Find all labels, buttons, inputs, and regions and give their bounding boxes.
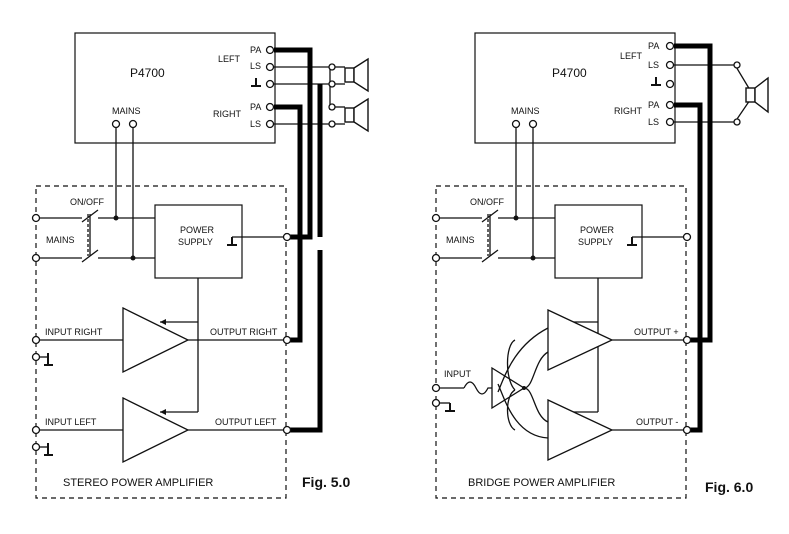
fig6-p4700-unit <box>474 32 676 144</box>
fig5-ls-right-label: LS <box>250 119 261 129</box>
fig6-unit-name: P4700 <box>552 66 587 80</box>
fig6-bridge-wiring <box>497 327 549 439</box>
fig6-mains-terminal-2 <box>528 119 538 129</box>
fig6-mains-terminal-1 <box>511 119 521 129</box>
fig6-unit-ground-icon <box>651 77 661 86</box>
fig6-caption: Fig. 6.0 <box>705 479 753 495</box>
fig5-mains-label: MAINS <box>46 235 75 245</box>
fig5-left-label: LEFT <box>218 54 241 64</box>
fig6-supply-ground-icon <box>627 237 637 246</box>
fig6-terminal-ground <box>665 79 675 89</box>
fig5-supply-label: SUPPLY <box>178 237 213 247</box>
fig6-speaker-icon <box>745 76 769 114</box>
fig6-output-minus-label: OUTPUT - <box>636 417 678 427</box>
fig5-amplifier-right-icon <box>122 306 190 374</box>
fig5-stereo-diagram: P4700 LEFT RIGHT PA LS PA LS MAINS <box>31 32 369 499</box>
fig5-p4700-unit <box>74 32 276 144</box>
fig6-power-supply <box>554 204 643 279</box>
fig6-pa-left-label: PA <box>648 41 659 51</box>
fig5-terminal-ls-right <box>265 119 275 129</box>
fig6-terminal-pa-left <box>665 41 675 51</box>
fig6-right-label: RIGHT <box>614 106 643 116</box>
fig6-speaker-wiring <box>674 61 751 126</box>
fig5-box-title: STEREO POWER AMPLIFIER <box>63 477 213 489</box>
fig6-box-title: BRIDGE POWER AMPLIFIER <box>468 477 615 489</box>
fig6-power-label: POWER <box>580 225 615 235</box>
fig6-supply-label: SUPPLY <box>578 237 613 247</box>
fig6-ls-right-label: LS <box>648 117 659 127</box>
fig5-speaker-right-icon <box>344 97 369 133</box>
fig6-mains-label: MAINS <box>446 235 475 245</box>
fig5-right-label: RIGHT <box>213 109 242 119</box>
fig5-terminal-ground <box>265 79 275 89</box>
fig6-on-off-label: ON/OFF <box>470 197 504 207</box>
fig5-terminal-pa-left <box>265 45 275 55</box>
fig5-ls-left-label: LS <box>250 61 261 71</box>
fig6-terminal-pa-right <box>665 100 675 110</box>
fig5-unit-name: P4700 <box>130 66 165 80</box>
fig5-pa-right-label: PA <box>250 102 261 112</box>
fig5-output-right-label: OUTPUT RIGHT <box>210 327 278 337</box>
fig6-left-label: LEFT <box>620 51 643 61</box>
fig6-mains-switch-icon <box>481 209 499 263</box>
fig5-terminal-pa-right <box>265 102 275 112</box>
fig5-on-off-label: ON/OFF <box>70 197 104 207</box>
fig6-input-wiring <box>431 381 492 412</box>
fig5-supply-ground-icon <box>227 237 237 246</box>
fig5-input-left-label: INPUT LEFT <box>45 417 97 427</box>
fig5-unit-ground-icon <box>251 78 261 87</box>
fig5-input-right-wiring <box>31 335 123 366</box>
fig6-input-label: INPUT <box>444 369 472 379</box>
fig5-mains-terminal-1 <box>111 119 121 129</box>
fig5-power-supply <box>154 204 243 279</box>
fig5-supply-rails <box>160 278 199 415</box>
fig5-mains-terminal-2 <box>128 119 138 129</box>
fig6-mains-wiring <box>431 128 555 263</box>
fig6-amplifier-lower-icon <box>547 398 614 462</box>
fig6-ls-left-label: LS <box>648 60 659 70</box>
fig5-terminal-ls-left <box>265 62 275 72</box>
fig6-bridge-diagram: P4700 LEFT RIGHT PA LS PA LS MAINS <box>431 32 769 499</box>
fig5-output-left-label: OUTPUT LEFT <box>215 417 277 427</box>
fig6-heavy-cables <box>674 43 713 433</box>
fig6-mains-top-label: MAINS <box>511 106 540 116</box>
fig5-speaker-left-icon <box>344 57 369 93</box>
fig5-input-left-wiring <box>31 425 123 456</box>
fig5-amplifier-left-icon <box>122 396 190 464</box>
fig5-power-label: POWER <box>180 225 215 235</box>
fig5-caption: Fig. 5.0 <box>302 474 350 490</box>
fig5-mains-top-label: MAINS <box>112 106 141 116</box>
fig5-mains-switch-icon <box>81 209 99 263</box>
fig6-output-plus-label: OUTPUT + <box>634 327 679 337</box>
fig5-mains-wiring <box>31 128 155 263</box>
fig5-heavy-cables <box>274 47 323 433</box>
fig5-pa-left-label: PA <box>250 45 261 55</box>
fig6-amplifier-upper-icon <box>547 308 614 372</box>
fig6-terminal-ls-left <box>665 60 675 70</box>
fig5-input-right-label: INPUT RIGHT <box>45 327 103 337</box>
fig6-terminal-ls-right <box>665 117 675 127</box>
fig6-pa-right-label: PA <box>648 100 659 110</box>
